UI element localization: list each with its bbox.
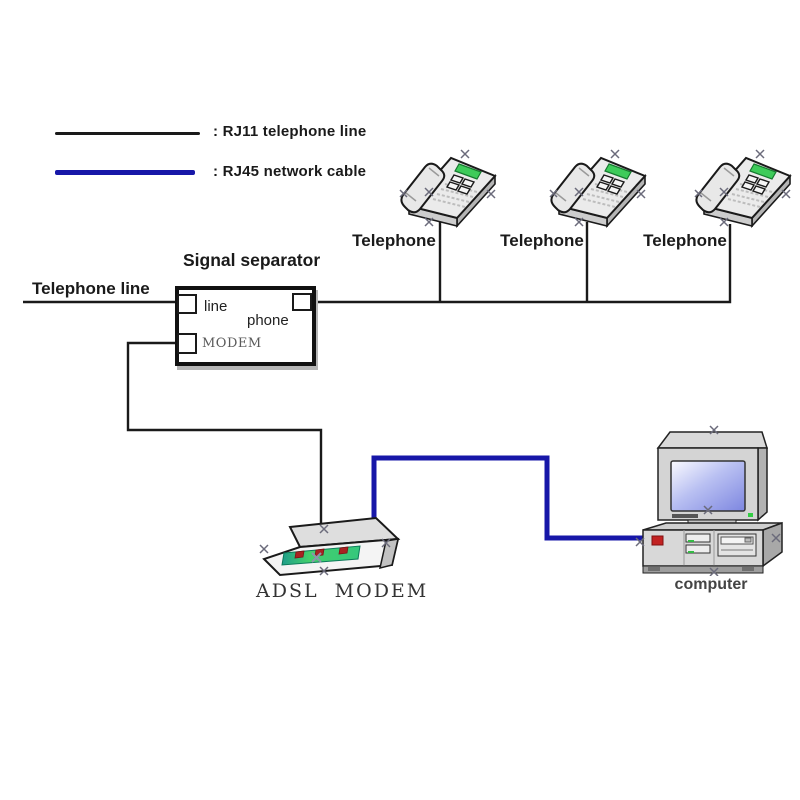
case-power-button: [651, 535, 664, 546]
computer-icon: [635, 425, 783, 576]
case-top-face: [642, 522, 783, 531]
monitor-right-face: [757, 447, 768, 522]
adsl-modem-label: ADSL MODEM: [256, 580, 429, 602]
telephone-icon-1: [399, 149, 496, 227]
monitor-screen: [670, 460, 746, 512]
legend-rj11-line-sample: [55, 132, 200, 135]
telephone-line-label: Telephone line: [32, 279, 150, 298]
rj11-phone-bus: [313, 224, 732, 304]
telephone-label-2: Telephone: [500, 231, 584, 250]
case-floppy-bays: [685, 533, 711, 554]
line-port-label: line: [204, 298, 228, 315]
rj45-network-cable: [371, 455, 647, 541]
line-port: [177, 294, 197, 314]
rj11-modem-cable: [126, 341, 323, 527]
telephone-icon-3: [694, 149, 791, 227]
telephone-icon-2: [549, 149, 646, 227]
phone-port-label: phone: [247, 312, 289, 329]
modem-leds: [294, 546, 349, 559]
signal-separator-title: Signal separator: [183, 250, 321, 270]
adsl-modem-icon: [259, 516, 401, 577]
modem-port-label: MODEM: [202, 336, 262, 351]
computer-label: computer: [674, 576, 748, 593]
selection-marks: [635, 425, 781, 576]
modem-right-face: [379, 538, 399, 570]
monitor-top-face: [656, 431, 769, 449]
telephone-label-1: Telephone: [352, 231, 436, 250]
legend-rj45-line-sample: [55, 170, 195, 175]
monitor-power-led: [748, 513, 753, 517]
phone-port: [292, 293, 312, 311]
selection-marks: [259, 524, 391, 576]
legend-rj45-label: : RJ45 network cable: [213, 163, 367, 180]
case-drive-bay: [717, 533, 757, 557]
monitor-buttons: [672, 514, 698, 518]
case-bottom-strip: [642, 565, 764, 574]
case-right-face: [762, 521, 783, 568]
legend-rj11-label: : RJ11 telephone line: [213, 123, 367, 140]
modem-port: [177, 333, 197, 354]
telephone-label-3: Telephone: [643, 231, 727, 250]
